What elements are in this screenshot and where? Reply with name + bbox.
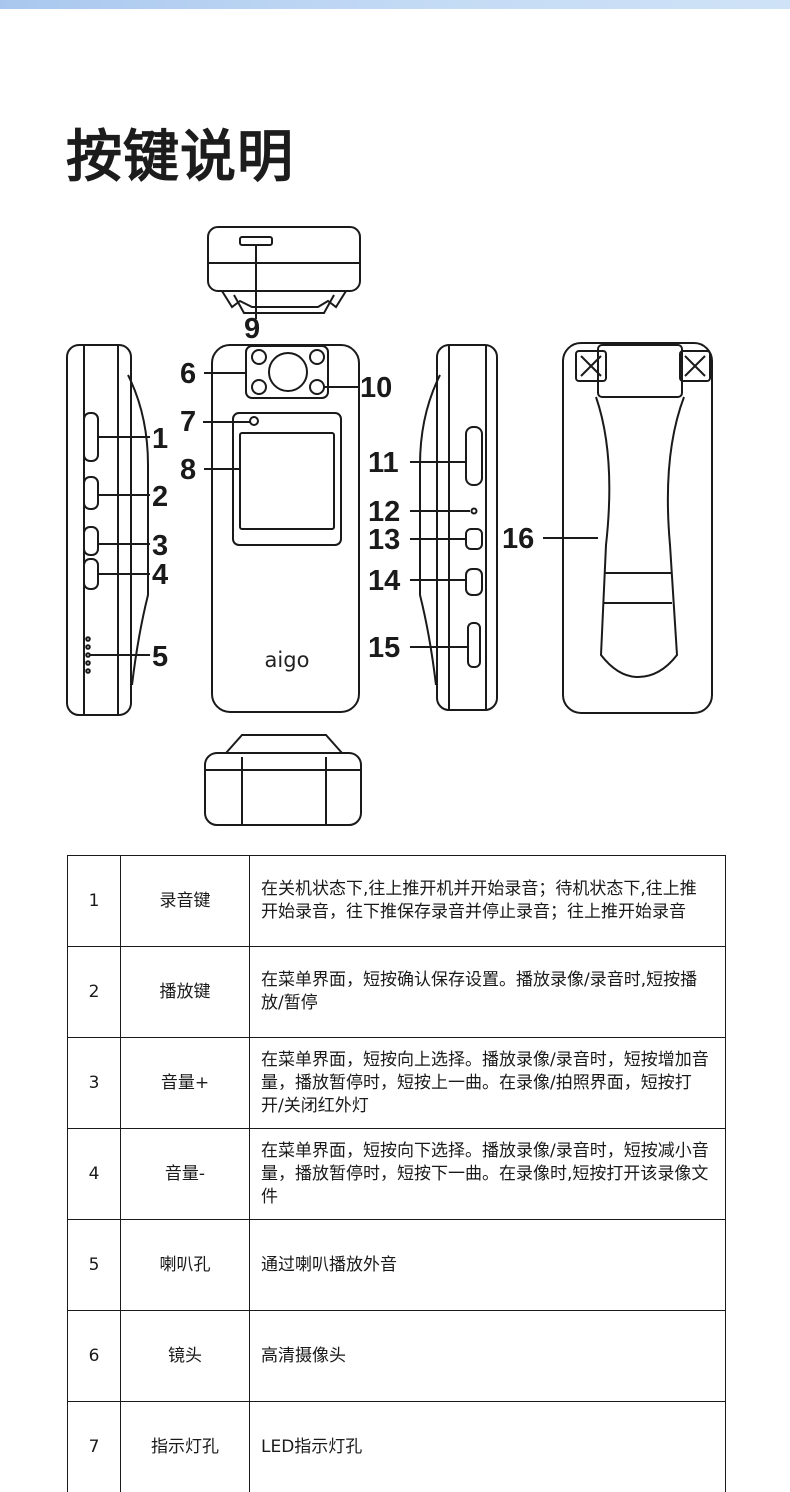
callout-5: 5 bbox=[152, 641, 168, 673]
back-view bbox=[543, 343, 712, 713]
table-row: 2 播放键 在菜单界面，短按确认保存设置。播放录像/录音时,短按播放/暂停 bbox=[68, 947, 726, 1038]
row-description: 高清摄像头 bbox=[250, 1311, 726, 1402]
callout-7: 7 bbox=[180, 406, 196, 438]
callout-9: 9 bbox=[244, 313, 260, 345]
left-side-view bbox=[67, 345, 150, 715]
front-view: aigo bbox=[203, 345, 359, 712]
row-description: LED指示灯孔 bbox=[250, 1402, 726, 1492]
row-number: 7 bbox=[68, 1402, 121, 1492]
callout-3: 3 bbox=[152, 530, 168, 562]
row-name: 镜头 bbox=[121, 1311, 250, 1402]
callout-15: 15 bbox=[368, 632, 400, 664]
row-description: 在菜单界面，短按向上选择。播放录像/录音时，短按增加音量，播放暂停时，短按上一曲… bbox=[250, 1038, 726, 1129]
row-number: 5 bbox=[68, 1220, 121, 1311]
row-number: 2 bbox=[68, 947, 121, 1038]
callout-6: 6 bbox=[180, 358, 196, 390]
row-number: 3 bbox=[68, 1038, 121, 1129]
callout-8: 8 bbox=[180, 454, 196, 486]
row-description: 通过喇叭播放外音 bbox=[250, 1220, 726, 1311]
callout-13: 13 bbox=[368, 524, 400, 556]
page-title: 按键说明 bbox=[66, 112, 294, 193]
top-view bbox=[208, 227, 360, 319]
logo: aigo bbox=[265, 648, 310, 672]
callout-2: 2 bbox=[152, 481, 168, 513]
row-name: 音量- bbox=[121, 1129, 250, 1220]
table-row: 7 指示灯孔 LED指示灯孔 bbox=[68, 1402, 726, 1492]
row-number: 4 bbox=[68, 1129, 121, 1220]
row-name: 音量+ bbox=[121, 1038, 250, 1129]
row-number: 1 bbox=[68, 856, 121, 947]
top-color-band bbox=[0, 0, 790, 9]
table-row: 5 喇叭孔 通过喇叭播放外音 bbox=[68, 1220, 726, 1311]
callout-14: 14 bbox=[368, 565, 400, 597]
row-description: 在菜单界面，短按确认保存设置。播放录像/录音时,短按播放/暂停 bbox=[250, 947, 726, 1038]
row-description: 在菜单界面，短按向下选择。播放录像/录音时，短按减小音量，播放暂停时，短按下一曲… bbox=[250, 1129, 726, 1220]
callout-11: 11 bbox=[368, 447, 399, 479]
row-description: 在关机状态下,往上推开机并开始录音；待机状态下,往上推开始录音，往下推保存录音并… bbox=[250, 856, 726, 947]
device-diagram-svg: aigo bbox=[0, 215, 790, 835]
table-row: 6 镜头 高清摄像头 bbox=[68, 1311, 726, 1402]
row-name: 录音键 bbox=[121, 856, 250, 947]
row-name: 播放键 bbox=[121, 947, 250, 1038]
callout-1: 1 bbox=[152, 423, 168, 455]
device-diagram: aigo bbox=[0, 215, 790, 835]
bottom-view bbox=[205, 735, 361, 825]
row-name: 指示灯孔 bbox=[121, 1402, 250, 1492]
callout-4: 4 bbox=[152, 559, 168, 591]
callout-10: 10 bbox=[360, 372, 392, 404]
table-row: 1 录音键 在关机状态下,往上推开机并开始录音；待机状态下,往上推开始录音，往下… bbox=[68, 856, 726, 947]
callout-16: 16 bbox=[502, 523, 534, 555]
right-side-view bbox=[410, 345, 497, 710]
row-name: 喇叭孔 bbox=[121, 1220, 250, 1311]
table-row: 4 音量- 在菜单界面，短按向下选择。播放录像/录音时，短按减小音量，播放暂停时… bbox=[68, 1129, 726, 1220]
button-spec-table: 1 录音键 在关机状态下,往上推开机并开始录音；待机状态下,往上推开始录音，往下… bbox=[67, 855, 726, 1492]
table-row: 3 音量+ 在菜单界面，短按向上选择。播放录像/录音时，短按增加音量，播放暂停时… bbox=[68, 1038, 726, 1129]
row-number: 6 bbox=[68, 1311, 121, 1402]
